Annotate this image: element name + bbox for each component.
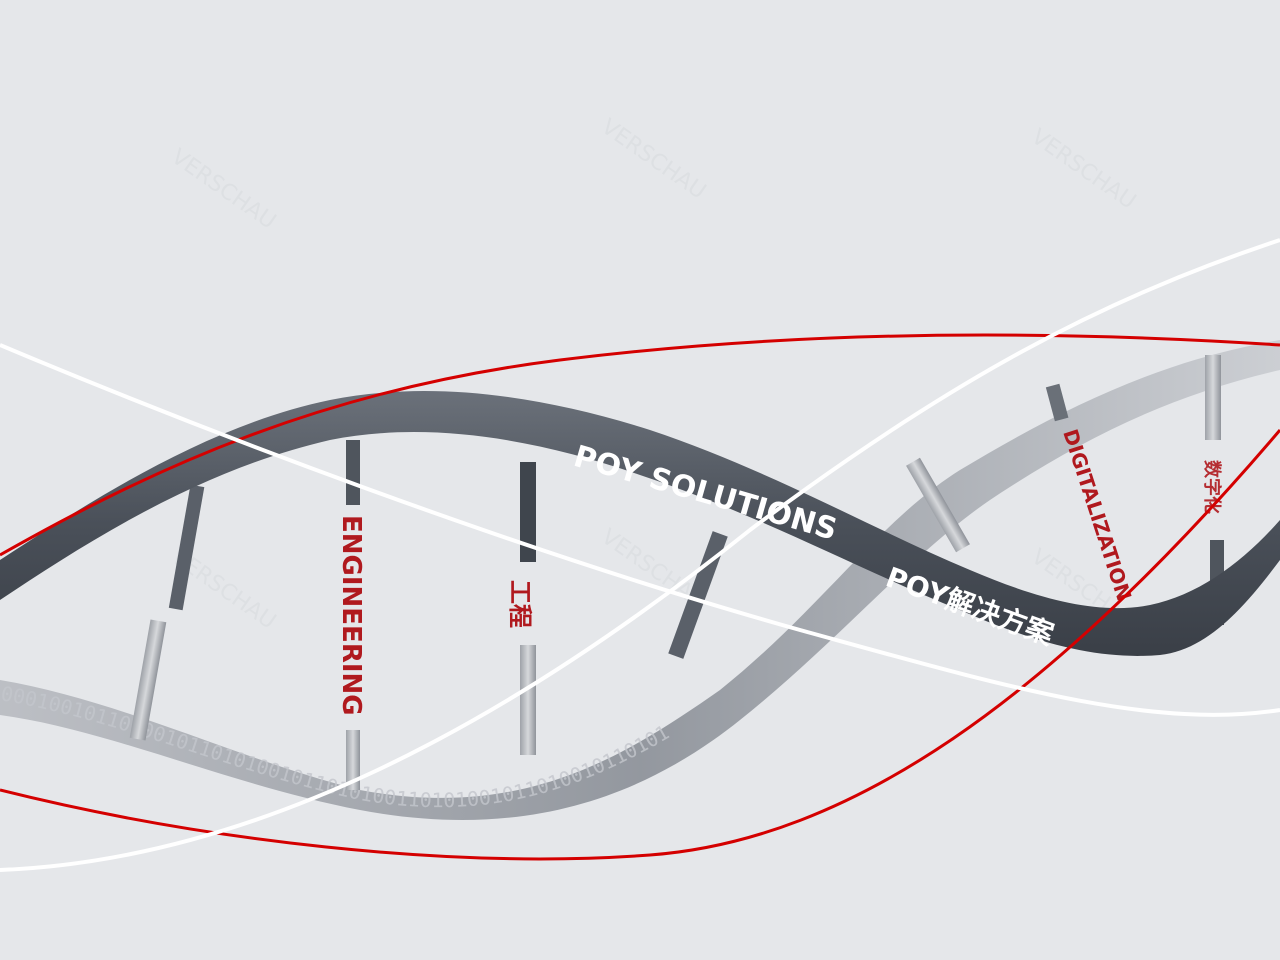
rung — [129, 619, 167, 741]
rung — [168, 484, 205, 611]
rung — [346, 440, 360, 505]
rung — [1205, 355, 1221, 440]
white-curves — [0, 238, 1280, 872]
back-strand-ribbon — [0, 340, 1280, 820]
watermark: VERSCHAU — [597, 114, 711, 204]
watermark: VERSCHAU — [1027, 124, 1141, 214]
rung — [346, 730, 360, 790]
rung — [906, 457, 970, 553]
rung — [1045, 383, 1069, 422]
rung — [668, 531, 728, 659]
red-curve — [0, 333, 1280, 557]
rung — [520, 462, 536, 562]
rung-label-engineering: ENGINEERING — [336, 515, 366, 716]
rung — [520, 645, 536, 755]
white-curve — [0, 238, 1280, 872]
rung-label-engineering-cn: 工程 — [506, 580, 534, 628]
front-strand-ribbon — [0, 391, 1280, 656]
white-curve — [0, 343, 1280, 717]
watermark: VERSCHAU — [167, 144, 281, 234]
watermark-layer: VERSCHAU VERSCHAU VERSCHAU VERSCHAU VERS… — [167, 114, 1141, 634]
